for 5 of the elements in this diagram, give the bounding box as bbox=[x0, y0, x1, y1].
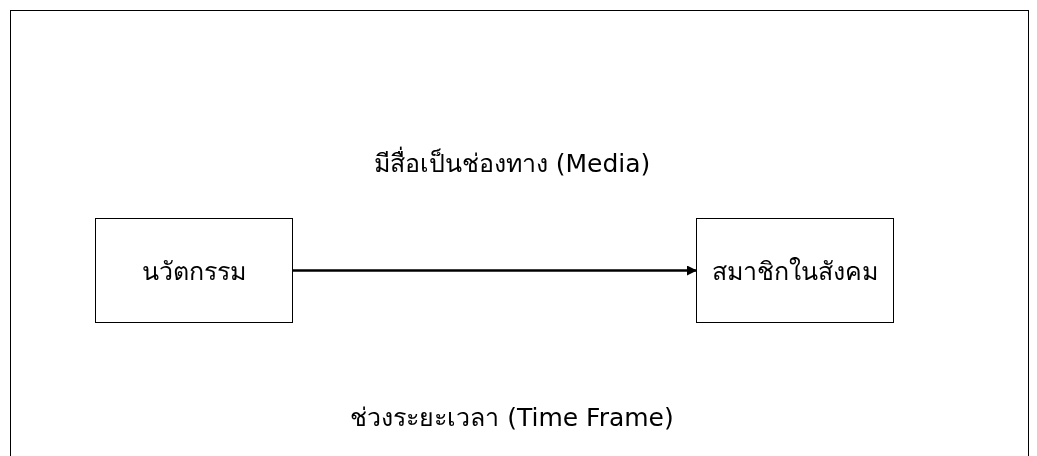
process-box: นวัตกรรม bbox=[95, 218, 293, 323]
arrow bbox=[293, 265, 697, 276]
process-box: สมาชิกในสังคม bbox=[696, 218, 894, 323]
caption-text: ช่วงระยะเวลา (Time Frame) bbox=[350, 402, 674, 434]
caption-text: มีสื่อเป็นช่องทาง (Media) bbox=[373, 143, 651, 183]
